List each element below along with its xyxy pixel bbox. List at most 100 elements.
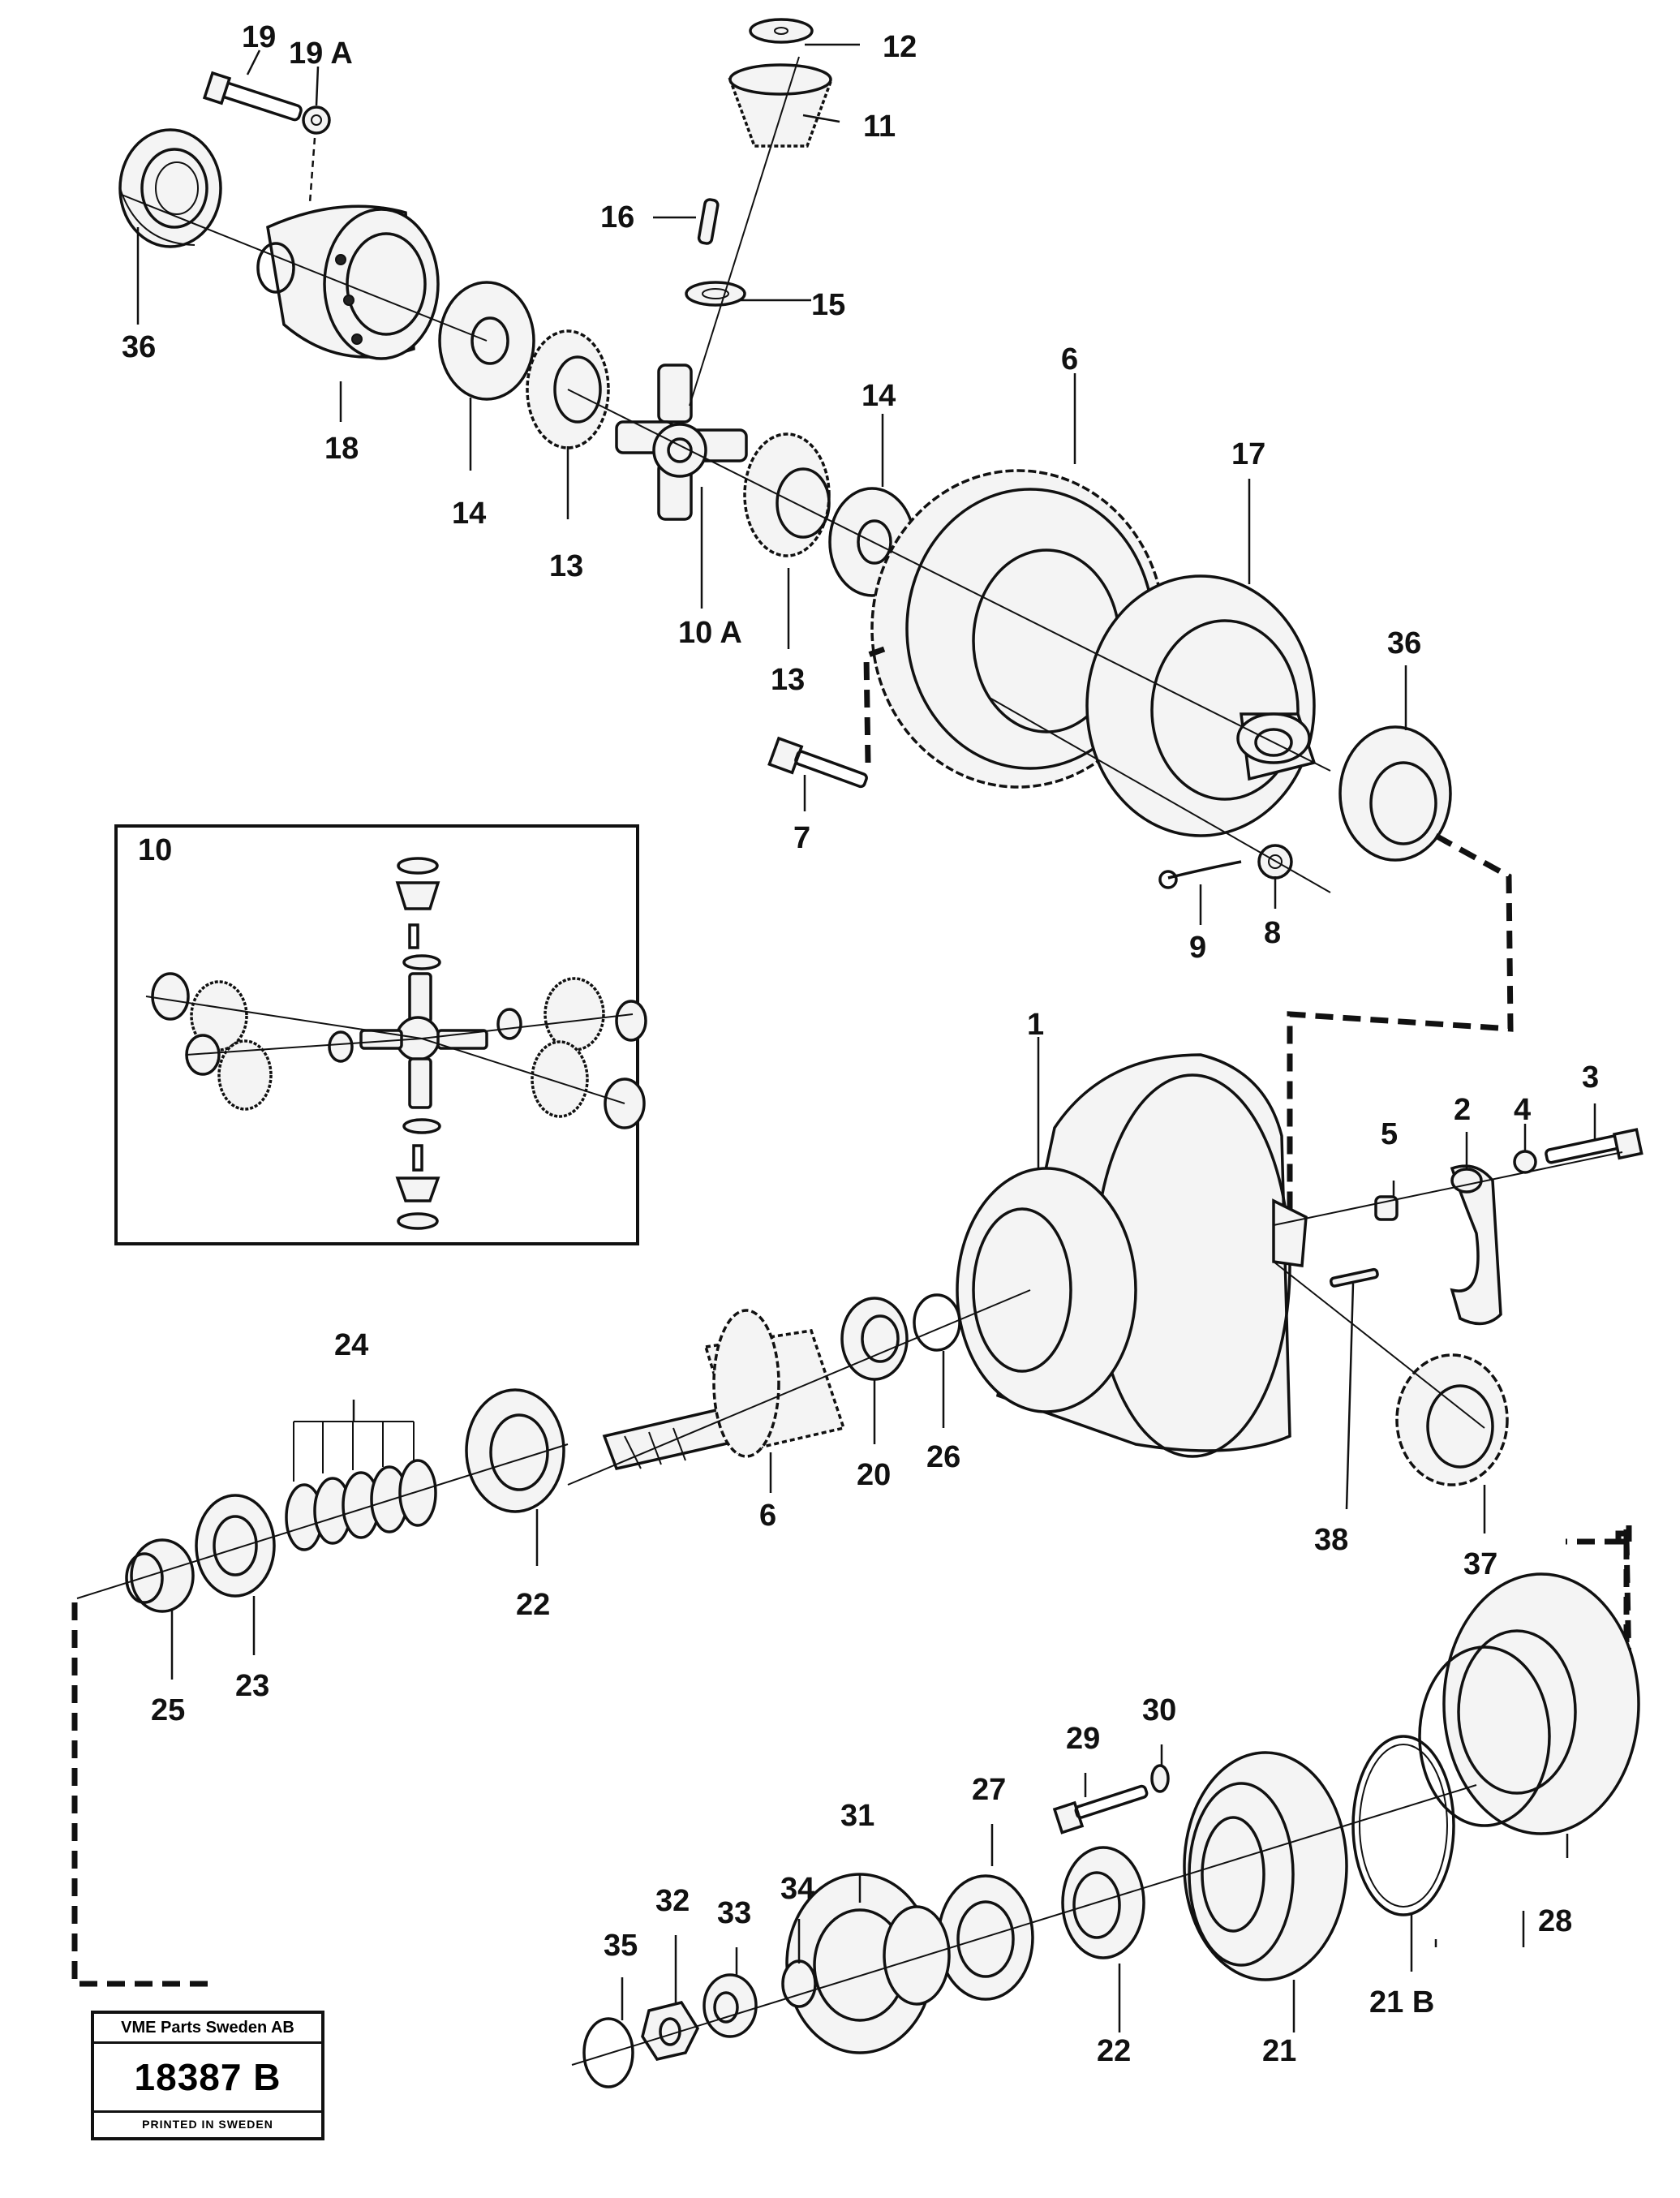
inset-exploded-spider xyxy=(145,857,647,1230)
cover-28 xyxy=(1418,1572,1640,1835)
leader-19a-dash xyxy=(308,137,316,204)
callout-36-right: 36 xyxy=(1387,626,1421,660)
callout-5: 5 xyxy=(1381,1117,1398,1151)
callout-12: 12 xyxy=(883,30,917,64)
bearing-36-top xyxy=(118,128,222,248)
axis-spacers xyxy=(76,1443,569,1599)
lock-plate-32 xyxy=(641,2000,700,2061)
bolt-7 xyxy=(767,736,868,789)
axis-bottom xyxy=(571,1784,1477,2066)
shim-26 xyxy=(913,1293,961,1352)
axis-pinion xyxy=(689,56,800,406)
callout-13-left: 13 xyxy=(549,549,583,583)
callout-19: 19 xyxy=(242,20,276,54)
callout-9: 9 xyxy=(1189,931,1206,965)
side-gear-13-right xyxy=(743,432,831,557)
callout-21: 21 xyxy=(1262,2034,1296,2068)
nut-19a xyxy=(302,105,331,135)
callout-1: 1 xyxy=(1027,1008,1044,1042)
callout-31: 31 xyxy=(840,1799,874,1833)
callout-10a: 10 A xyxy=(678,616,742,650)
washer-15 xyxy=(685,281,746,307)
bolt-29 xyxy=(1052,1784,1149,1835)
washer-4 xyxy=(1513,1150,1537,1174)
o-ring-21b xyxy=(1351,1735,1455,1916)
axis-pinion-shaft xyxy=(567,1289,1031,1486)
callout-19a: 19 A xyxy=(289,37,353,71)
callout-8: 8 xyxy=(1264,916,1281,950)
callout-4: 4 xyxy=(1514,1093,1531,1127)
callout-14-right: 14 xyxy=(861,379,896,413)
bearing-cap-2 xyxy=(1450,1164,1502,1326)
axis-housing xyxy=(1273,1151,1623,1429)
stamp-printed: PRINTED IN SWEDEN xyxy=(142,2118,273,2131)
split-pin-9 xyxy=(1158,860,1242,889)
callout-22-top: 22 xyxy=(516,1588,550,1622)
pin-16 xyxy=(697,198,720,245)
nut-33 xyxy=(703,1973,758,2038)
callout-26: 26 xyxy=(926,1440,960,1474)
callout-2: 2 xyxy=(1454,1093,1471,1127)
callout-6-top: 6 xyxy=(1061,342,1078,376)
bearing-36-right xyxy=(1338,725,1452,862)
leaders xyxy=(136,43,1596,2032)
bolt-19 xyxy=(202,71,303,122)
callout-6-bottom: 6 xyxy=(759,1499,776,1533)
callout-35: 35 xyxy=(604,1929,638,1963)
axle-housing-1 xyxy=(956,1053,1308,1458)
callout-3: 3 xyxy=(1582,1060,1599,1095)
callout-37: 37 xyxy=(1463,1547,1497,1581)
circlip-35 xyxy=(582,2017,634,2088)
stamp-company: VME Parts Sweden AB xyxy=(94,2014,321,2044)
axis-bolts xyxy=(989,697,1331,893)
callout-38: 38 xyxy=(1314,1523,1348,1557)
bearing-20 xyxy=(840,1297,909,1381)
drive-pinion-6 xyxy=(602,1309,846,1471)
callout-34: 34 xyxy=(780,1872,814,1906)
bolt-3 xyxy=(1545,1128,1643,1164)
callout-11: 11 xyxy=(863,110,896,144)
spacer-stack-24 xyxy=(285,1421,437,1551)
washer-12 xyxy=(749,18,814,44)
callout-21b: 21 B xyxy=(1369,1985,1434,2019)
bearing-22-top xyxy=(465,1388,565,1513)
drawing-stamp: VME Parts Sweden AB 18387 B PRINTED IN S… xyxy=(91,2011,324,2140)
callout-13-right: 13 xyxy=(771,663,805,697)
callout-14-left: 14 xyxy=(452,497,486,531)
callout-10: 10 xyxy=(138,833,172,867)
callout-17: 17 xyxy=(1231,437,1265,471)
callout-33: 33 xyxy=(717,1896,751,1930)
bearing-housing-21 xyxy=(1183,1751,1348,1981)
callout-22-bottom: 22 xyxy=(1097,2034,1131,2068)
axis-top xyxy=(121,194,1331,772)
callout-18: 18 xyxy=(324,432,359,466)
adjusting-nut-37 xyxy=(1395,1353,1509,1486)
callout-27: 27 xyxy=(972,1773,1006,1807)
callout-23: 23 xyxy=(235,1669,269,1703)
callout-36-top: 36 xyxy=(122,330,156,364)
dashed-link-36-1 xyxy=(1287,832,1514,1233)
callout-28: 28 xyxy=(1538,1904,1572,1938)
sleeve-25 xyxy=(125,1538,195,1613)
seal-23 xyxy=(195,1494,276,1598)
callout-7: 7 xyxy=(793,821,810,855)
callout-32: 32 xyxy=(655,1884,690,1918)
callout-24: 24 xyxy=(334,1328,368,1362)
washer-34 xyxy=(781,1959,817,2008)
spider-10a xyxy=(615,363,748,521)
dashed-link-7 xyxy=(863,646,886,763)
dashed-link-25-bottom xyxy=(71,1602,211,1987)
bearing-22-bottom xyxy=(1061,1846,1145,1959)
pinion-gear-11 xyxy=(728,63,834,148)
callout-29: 29 xyxy=(1066,1722,1100,1756)
pin-38 xyxy=(1329,1267,1379,1288)
callout-16: 16 xyxy=(600,200,634,234)
callout-15: 15 xyxy=(811,288,845,322)
callout-20: 20 xyxy=(857,1458,891,1492)
callout-30: 30 xyxy=(1142,1693,1176,1727)
stamp-number: 18387 B xyxy=(94,2044,321,2113)
callout-25: 25 xyxy=(151,1693,185,1727)
differential-housing-18 xyxy=(256,204,440,360)
washer-30 xyxy=(1150,1764,1170,1793)
